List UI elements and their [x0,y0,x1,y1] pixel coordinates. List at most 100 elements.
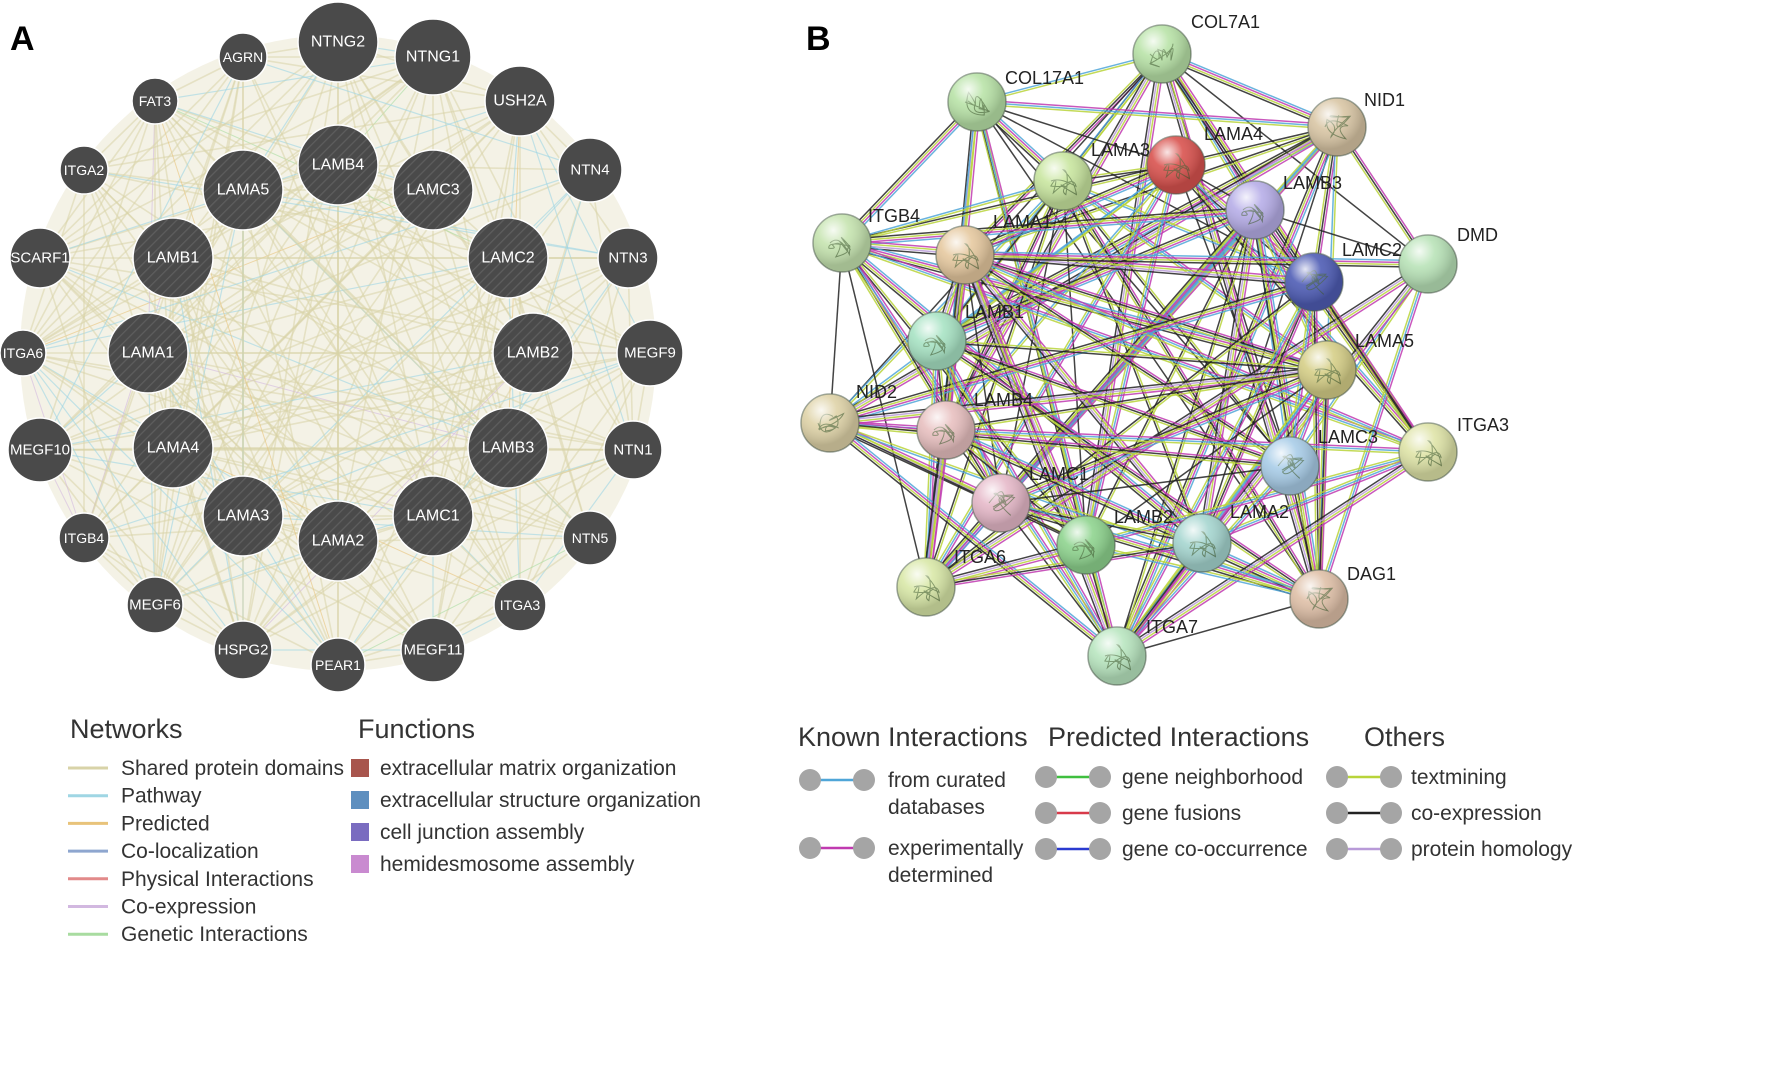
node-lamb4[interactable]: LAMB4 [297,124,379,206]
interaction-edge [1203,282,1317,545]
node-lamb1[interactable]: LAMB1 [907,302,1024,371]
network-edge [39,41,339,259]
node-nid2[interactable]: NID2 [800,382,897,453]
legend-swatch [351,759,369,777]
node-pear1[interactable]: PEAR1 [310,637,366,693]
legend-swatch [351,823,369,841]
interaction-edge [964,255,1428,266]
node-lama3[interactable]: LAMA3 [1033,140,1150,211]
interaction-edge [830,421,1320,599]
network-edge [432,100,521,517]
node-lamb3[interactable]: LAMB3 [467,407,549,489]
network-edge [83,169,339,666]
node-ntn5[interactable]: NTN5 [562,510,618,566]
network-edge [172,257,339,542]
node-lamc3[interactable]: LAMC3 [1260,427,1378,496]
node-megf10[interactable]: MEGF10 [7,417,73,483]
node-lamc3[interactable]: LAMC3 [392,149,474,231]
node-itga6[interactable]: ITGA6 [896,547,1006,617]
node-lamc1[interactable]: LAMC1 [971,464,1089,533]
node-label: LAMB3 [1283,173,1342,193]
node-dmd[interactable]: DMD [1398,225,1498,294]
interaction-edge [937,338,1321,598]
node-label: LAMA3 [217,508,270,525]
node-lamb3[interactable]: LAMB3 [1225,173,1342,240]
network-legend-item: Pathway [68,785,202,808]
node-nid1[interactable]: NID1 [1307,90,1405,157]
legend-label: hemidesmosome assembly [380,853,635,876]
interaction-edge [964,254,1429,453]
node-itga3[interactable]: ITGA3 [493,578,547,632]
node-agrn[interactable]: AGRN [218,32,268,82]
node-ntn4[interactable]: NTN4 [557,137,623,203]
legend-label: protein homology [1411,838,1573,861]
node-col7a1[interactable]: COL7A1 [1132,12,1260,84]
interaction-edge [829,368,1327,423]
node-lama2[interactable]: LAMA2 [297,500,379,582]
bubble-shine [897,558,955,616]
node-col17a1[interactable]: COL17A1 [947,68,1084,132]
network-edge [39,352,534,451]
interaction-edge [829,242,843,424]
node-lama1[interactable]: LAMA1 [935,212,1052,285]
legend-label: gene neighborhood [1122,766,1303,789]
legend-dot [853,837,875,859]
node-lama5[interactable]: LAMA5 [202,149,284,231]
node-lama4[interactable]: LAMA4 [132,407,214,489]
node-lamc1[interactable]: LAMC1 [392,475,474,557]
node-itgb4[interactable]: ITGB4 [812,206,920,273]
networks-legend-title: Networks [70,714,183,744]
node-lamb1[interactable]: LAMB1 [132,217,214,299]
node-megf11[interactable]: MEGF11 [400,617,466,683]
node-ntn1[interactable]: NTN1 [603,420,663,480]
node-scarf1[interactable]: SCARF1 [9,227,71,289]
node-lamc2[interactable]: LAMC2 [467,217,549,299]
node-ush2a[interactable]: USH2A [484,65,556,137]
node-label: AGRN [223,49,263,65]
interaction-edge [927,165,1179,589]
legend-label: Co-expression [121,896,256,919]
node-megf6[interactable]: MEGF6 [126,576,184,634]
node-ntng2[interactable]: NTNG2 [297,1,379,83]
node-lama4[interactable]: LAMA4 [1146,124,1263,195]
legend-label: Genetic Interactions [121,923,308,946]
node-ntng1[interactable]: NTNG1 [394,18,472,96]
node-lama3[interactable]: LAMA3 [202,475,284,557]
node-lamb4[interactable]: LAMB4 [916,390,1033,460]
legend-label: databases [888,796,985,819]
node-lama5[interactable]: LAMA5 [1297,331,1414,400]
node-label: LAMA4 [1204,124,1263,144]
node-megf9[interactable]: MEGF9 [616,319,684,387]
bubble-shine [1399,235,1457,293]
legend-swatch [351,791,369,809]
node-ntn3[interactable]: NTN3 [597,227,659,289]
node-itga2[interactable]: ITGA2 [59,145,109,195]
node-lamb2[interactable]: LAMB2 [1056,507,1173,575]
node-dag1[interactable]: DAG1 [1289,564,1396,629]
node-label: LAMB1 [965,302,1024,322]
node-fat3[interactable]: FAT3 [131,77,179,125]
node-itga6[interactable]: ITGA6 [0,329,47,377]
interaction-legend-item: gene fusions [1035,802,1241,825]
node-itgb4[interactable]: ITGB4 [58,512,110,564]
network-edge [39,257,156,606]
node-itga7[interactable]: ITGA7 [1087,617,1198,686]
interaction-edge [924,280,1314,587]
node-lama2[interactable]: LAMA2 [1172,502,1289,573]
interaction-edge [827,424,1116,660]
node-lama1[interactable]: LAMA1 [107,312,189,394]
node-itga3[interactable]: ITGA3 [1398,415,1509,482]
interaction-edge [830,370,1328,425]
legend-swatch [351,855,369,873]
node-label: ITGB4 [64,530,105,546]
network-edge [337,447,509,666]
node-lamb2[interactable]: LAMB2 [492,312,574,394]
bubble-shine [1298,341,1356,399]
node-lamc2[interactable]: LAMC2 [1284,240,1402,312]
network-edge [22,41,339,354]
interaction-edge [1113,125,1335,656]
bubble-shine [948,73,1006,131]
node-hspg2[interactable]: HSPG2 [213,620,273,680]
interaction-edge [843,103,980,246]
